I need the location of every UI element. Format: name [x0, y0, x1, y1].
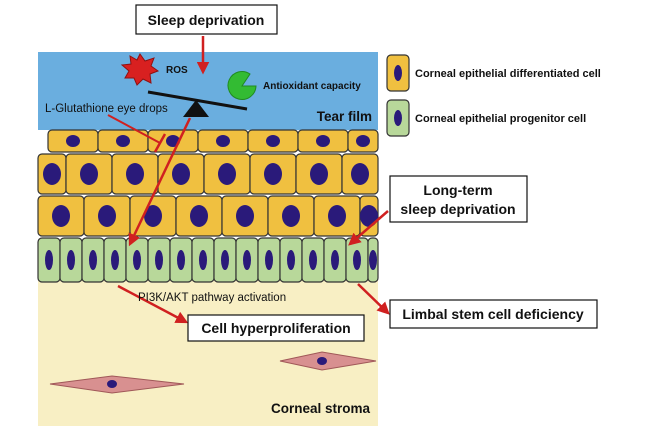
cell-nucleus	[360, 205, 378, 227]
cell-nucleus	[328, 205, 346, 227]
cell-nucleus	[236, 205, 254, 227]
balance-fulcrum-icon	[183, 100, 209, 117]
cell-nucleus	[264, 163, 282, 185]
cell-nucleus	[243, 250, 251, 270]
cell-nucleus	[310, 163, 328, 185]
cell-nucleus	[353, 250, 361, 270]
arrow-to-hyperproliferation	[117, 284, 189, 324]
cell-nucleus	[177, 250, 185, 270]
cell-nucleus	[126, 163, 144, 185]
pathway-label: PI3K/AKT pathway activation	[138, 292, 286, 304]
cell-nucleus	[67, 250, 75, 270]
antioxidant-icon	[227, 71, 257, 100]
cell-nucleus	[369, 250, 377, 270]
legend-differentiated-label: Corneal epithelial differentiated cell	[415, 68, 601, 80]
cell-nucleus	[98, 205, 116, 227]
stroma-fibroblast	[279, 351, 377, 371]
cell-nucleus	[309, 250, 317, 270]
inhibit-glutathione	[107, 114, 161, 144]
long-term-label-line2: sleep deprivation	[400, 201, 515, 217]
arrow-to-limbal-deficiency	[357, 283, 390, 315]
cell-nucleus	[66, 135, 80, 147]
cell-nucleus	[133, 250, 141, 270]
cell-nucleus	[221, 250, 229, 270]
cell-nucleus	[190, 205, 208, 227]
limbal-deficiency-label: Limbal stem cell deficiency	[402, 306, 584, 322]
cell-nucleus	[45, 250, 53, 270]
inhibit-bar	[153, 133, 167, 153]
cell-nucleus	[218, 163, 236, 185]
cell-nucleus	[287, 250, 295, 270]
limbal-deficiency-box	[389, 299, 598, 329]
cell-nucleus	[282, 205, 300, 227]
cell-hyperproliferation-label: Cell hyperproliferation	[201, 320, 350, 336]
corneal-stroma-label: Corneal stroma	[271, 401, 371, 416]
legend-progenitor-nucleus	[394, 110, 402, 126]
antioxidant-capacity-label: Antioxidant capacity	[263, 81, 361, 92]
cell-nucleus	[199, 250, 207, 270]
cell-nucleus	[43, 163, 61, 185]
cell-nucleus	[331, 250, 339, 270]
sleep-deprivation-box	[135, 4, 278, 35]
cell-nucleus	[155, 250, 163, 270]
long-term-box	[389, 175, 528, 223]
cell-nucleus	[52, 205, 70, 227]
legend: Corneal epithelial differentiated cell C…	[386, 54, 601, 137]
cell-nucleus	[356, 135, 370, 147]
cell-nucleus	[89, 250, 97, 270]
tear-film-label: Tear film	[317, 109, 372, 124]
l-glutathione-label: L-Glutathione eye drops	[45, 103, 168, 115]
cell-nucleus	[266, 135, 280, 147]
balance-beam	[147, 90, 248, 111]
long-term-label-line1: Long-term	[423, 182, 492, 198]
cell-nucleus	[351, 163, 369, 185]
sleep-deprivation-label: Sleep deprivation	[148, 12, 265, 28]
cell-nucleus	[172, 163, 190, 185]
cell-nucleus	[144, 205, 162, 227]
ros-star-icon	[120, 53, 160, 86]
legend-progenitor-label: Corneal epithelial progenitor cell	[415, 113, 586, 125]
cell-hyperproliferation-box	[187, 314, 365, 342]
arrow-balance-to-progenitor	[128, 117, 192, 247]
epithelium	[37, 129, 379, 283]
cell-nucleus	[80, 163, 98, 185]
cell-nucleus	[316, 135, 330, 147]
legend-differentiated-nucleus	[394, 65, 402, 81]
cell-nucleus	[116, 135, 130, 147]
cell-nucleus	[111, 250, 119, 270]
cell-nucleus	[216, 135, 230, 147]
stroma-fibroblast	[49, 375, 185, 394]
ros-label: ROS	[166, 65, 188, 76]
arrow-longterm-to-progenitor	[348, 210, 389, 246]
cell-nucleus	[265, 250, 273, 270]
